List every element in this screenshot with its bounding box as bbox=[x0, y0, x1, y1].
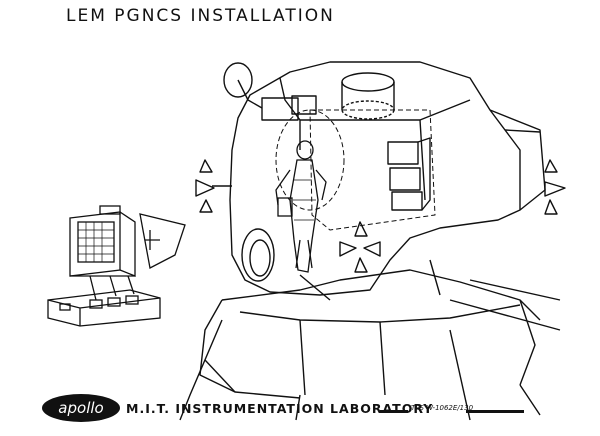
electronics-box bbox=[387, 141, 419, 165]
control-console bbox=[47, 205, 186, 327]
drawing-code: TPS W-1062E/130 bbox=[411, 404, 474, 412]
lab-name: M.I.T. INSTRUMENTATION LABORATORY bbox=[126, 401, 434, 416]
footer-rule-right bbox=[466, 410, 524, 413]
antenna-dish bbox=[223, 62, 253, 98]
front-hatch bbox=[241, 228, 275, 282]
left-thruster bbox=[199, 159, 213, 173]
docking-tunnel-top bbox=[341, 72, 395, 92]
page-title: LEM PGNCS INSTALLATION bbox=[66, 6, 335, 26]
landing-leg bbox=[179, 319, 223, 421]
descent-stage bbox=[221, 269, 541, 321]
ascent-stage-body bbox=[229, 61, 521, 296]
footer-rule-left bbox=[380, 410, 408, 413]
right-thruster bbox=[544, 159, 558, 173]
astronaut-figure bbox=[275, 140, 327, 273]
apollo-logo: apollo bbox=[42, 394, 120, 422]
